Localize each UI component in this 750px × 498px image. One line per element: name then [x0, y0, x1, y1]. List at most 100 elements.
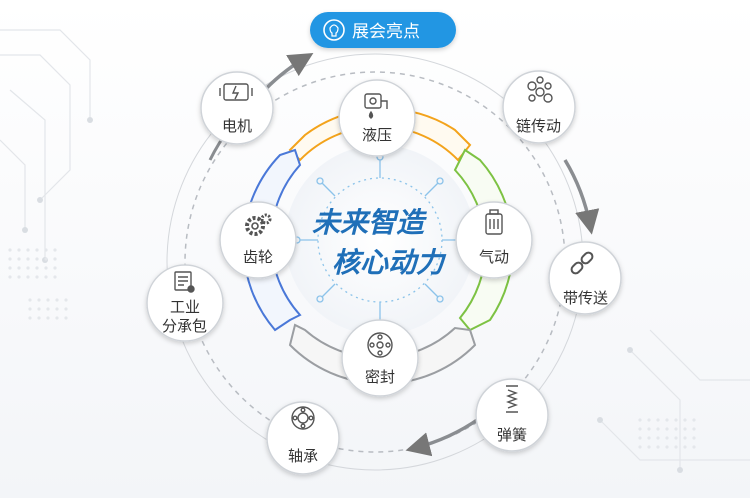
outer-node-label: 电机: [222, 117, 252, 135]
background-dot: [638, 436, 642, 440]
spring-icon: [506, 385, 518, 413]
inner-node-hydraulic: 液压: [338, 79, 416, 157]
inner-node-label: 齿轮: [243, 248, 273, 266]
background-dot: [46, 307, 50, 311]
background-dot: [674, 427, 678, 431]
background-dot: [638, 418, 642, 422]
background-dot: [674, 445, 678, 449]
background-dot: [44, 275, 48, 279]
background-dot: [683, 427, 687, 431]
outer-node-subcontract: 工业 分承包: [146, 264, 224, 342]
background-dot: [44, 248, 48, 252]
background-dot: [8, 266, 12, 270]
background-dot: [26, 266, 30, 270]
background-dot: [17, 275, 21, 279]
background-dot: [674, 418, 678, 422]
background-dot: [26, 275, 30, 279]
background-dot: [53, 275, 57, 279]
background-dot: [683, 445, 687, 449]
outer-node-chain-drive: 链传动: [502, 70, 576, 144]
background-dot: [656, 418, 660, 422]
background-dot: [64, 307, 68, 311]
background-dot: [46, 298, 50, 302]
background-dot: [55, 298, 59, 302]
hydraulic-icon: [364, 93, 388, 119]
inner-node-seal: 密封: [341, 319, 419, 397]
outer-node-label: 带传送: [563, 289, 608, 307]
background-dot: [53, 257, 57, 261]
background-dot: [665, 427, 669, 431]
background-dot: [665, 418, 669, 422]
background-dot: [37, 307, 41, 311]
background-dot: [683, 436, 687, 440]
background-dot: [28, 307, 32, 311]
background-dot: [26, 248, 30, 252]
inner-node-pneumatic: 气动: [455, 201, 533, 279]
background-dot: [64, 316, 68, 320]
gear-icon: [245, 213, 272, 236]
background-dot: [692, 445, 696, 449]
background-dot: [55, 316, 59, 320]
background-dot: [8, 248, 12, 252]
lightbulb-icon: [323, 19, 345, 41]
background-dot: [656, 427, 660, 431]
outer-node-motor: 电机: [200, 71, 274, 145]
inner-node-gear: 齿轮: [219, 201, 297, 279]
core-circle: [285, 145, 475, 335]
background-dot: [46, 316, 50, 320]
background-dot: [8, 275, 12, 279]
header-pill: [310, 12, 456, 48]
outer-arrow-bottom: [405, 416, 482, 457]
background-dot: [8, 257, 12, 261]
outer-node-spring: 弹簧: [475, 378, 549, 452]
background-dot: [64, 298, 68, 302]
background-dot: [638, 427, 642, 431]
outer-node-label: 弹簧: [497, 426, 527, 444]
motor-icon: [219, 83, 253, 101]
background-dot: [44, 257, 48, 261]
background-dot: [53, 266, 57, 270]
background-dot: [44, 266, 48, 270]
pneumatic-icon: [485, 209, 503, 235]
chain-drive-icon: [527, 76, 553, 103]
belt-link-icon: [570, 251, 594, 275]
outer-node-bearing: 轴承: [266, 401, 340, 475]
background-dot-grid: [8, 248, 696, 449]
seal-icon: [367, 332, 393, 358]
background-dot: [37, 298, 41, 302]
background-dot: [674, 436, 678, 440]
slogan-line-2: 核心动力: [332, 246, 447, 279]
background-dot: [692, 427, 696, 431]
background-circuit-lines: [0, 29, 750, 470]
background-dot: [35, 257, 39, 261]
background-dot: [35, 248, 39, 252]
background-dot: [37, 316, 41, 320]
background-dot: [28, 316, 32, 320]
background-dot: [647, 418, 651, 422]
inner-node-label: 液压: [362, 126, 392, 144]
background-dot: [53, 248, 57, 252]
outer-node-label: 工业: [170, 298, 200, 316]
outer-node-label: 链传动: [516, 117, 561, 135]
background-dot: [647, 436, 651, 440]
background-dot: [665, 436, 669, 440]
background-dot: [35, 266, 39, 270]
background-dot: [647, 427, 651, 431]
background-dot: [692, 436, 696, 440]
background-dot: [55, 307, 59, 311]
background-dot: [647, 445, 651, 449]
background-dot: [656, 445, 660, 449]
inner-node-label: 气动: [479, 248, 509, 266]
header-label: 展会亮点: [352, 22, 420, 42]
background-dot: [683, 418, 687, 422]
outer-node-belt: 带传送: [548, 241, 622, 315]
background-dot: [17, 266, 21, 270]
background-dot: [26, 257, 30, 261]
background-dot: [17, 257, 21, 261]
subcontract-icon: [174, 271, 195, 293]
bearing-icon: [291, 406, 315, 430]
outer-arrow-right: [563, 159, 600, 235]
slogan-line-1: 未来智造: [312, 206, 427, 239]
